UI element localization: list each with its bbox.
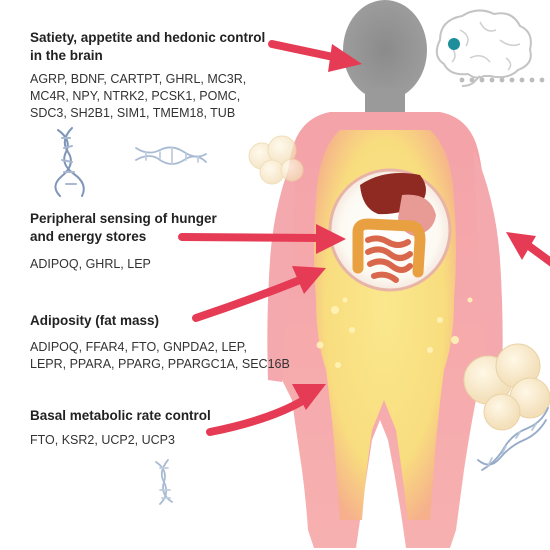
small-intestine-shape (365, 235, 413, 283)
hypothalamus-dot (448, 38, 460, 50)
arrow-peripheral (178, 224, 346, 254)
gene-list-adiposity: ADIPOQ, FFAR4, FTO, GNPDA2, LEP, LEPR, P… (30, 339, 290, 373)
heading-line: Peripheral sensing of hunger (30, 211, 217, 226)
heading-line: in the brain (30, 48, 103, 63)
dna-icon (54, 127, 549, 505)
heading-line: Basal metabolic rate control (30, 408, 211, 423)
brain-dotted-line (459, 77, 545, 83)
large-intestine-shape (352, 218, 426, 278)
gene-line: SDC3, SH2B1, SIM1, TMEM18, TUB (30, 106, 236, 120)
gene-list-peripheral: ADIPOQ, GHRL, LEP (30, 256, 151, 273)
dna-helix-1 (54, 127, 85, 197)
fat-cluster-small (248, 135, 304, 185)
gene-line: FTO, KSR2, UCP2, UCP3 (30, 433, 175, 447)
section-heading-adiposity: Adiposity (fat mass) (30, 312, 159, 330)
heading-line: and energy stores (30, 229, 147, 244)
arrow-brain (268, 40, 362, 72)
section-heading-brain: Satiety, appetite and hedonic control in… (30, 29, 265, 65)
gene-line: ADIPOQ, GHRL, LEP (30, 257, 151, 271)
brain-icon (435, 9, 545, 87)
brain-outline (435, 9, 532, 79)
section-heading-metabolic: Basal metabolic rate control (30, 407, 211, 425)
right-arm (474, 150, 503, 382)
organ-icon (328, 168, 452, 292)
gene-line: MC4R, NPY, NTRK2, PCSK1, POMC, (30, 89, 241, 103)
head-shape (343, 0, 427, 100)
dna-helix-3 (155, 459, 173, 505)
gene-list-metabolic: FTO, KSR2, UCP2, UCP3 (30, 432, 175, 449)
arrow-right-edge (506, 232, 550, 267)
heading-line: Satiety, appetite and hedonic control (30, 30, 266, 45)
gene-line: AGRP, BDNF, CARTPT, GHRL, MC3R, (30, 72, 247, 86)
brain-stem (461, 75, 481, 87)
left-arm (267, 150, 296, 382)
gene-line: ADIPOQ, FFAR4, FTO, GNPDA2, LEP, (30, 340, 247, 354)
brain-folds (451, 21, 521, 71)
fat-cluster-large (463, 343, 550, 431)
arrow-metabolic (206, 384, 326, 436)
dna-helix-2 (135, 146, 207, 165)
gene-line: LEPR, PPARA, PPARG, PPARGC1A, SEC16B (30, 357, 290, 371)
arrow-adiposity (192, 266, 326, 322)
arrows (178, 40, 550, 436)
neck-shape (365, 88, 405, 116)
section-heading-peripheral: Peripheral sensing of hunger and energy … (30, 210, 217, 246)
energy-dots (316, 297, 473, 368)
gene-list-brain: AGRP, BDNF, CARTPT, GHRL, MC3R, MC4R, NP… (30, 71, 246, 122)
heading-line: Adiposity (fat mass) (30, 313, 160, 328)
dna-helix-4 (477, 407, 549, 471)
fat-cell-icon (248, 135, 550, 431)
